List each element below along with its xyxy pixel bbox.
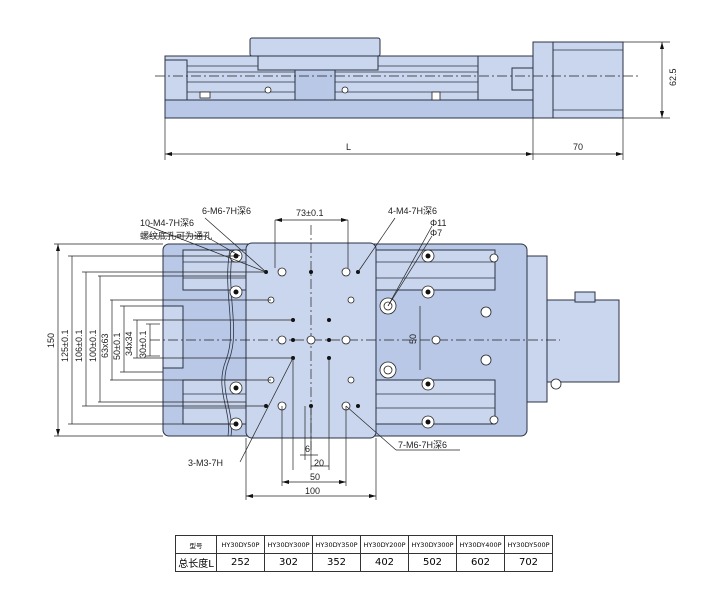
dim-34: 34x34 [124, 331, 134, 356]
callout-phi7: Φ7 [430, 228, 442, 238]
dim-63: 63x63 [100, 333, 110, 358]
length-cell: 402 [360, 553, 409, 572]
dim-70: 70 [573, 142, 583, 152]
length-cell: 302 [264, 553, 313, 572]
plan-view: 73±0.1 [46, 206, 620, 500]
dim-100-bottom: 100 [305, 486, 320, 496]
callout-phi11: Φ11 [430, 218, 447, 228]
bottom-dimensions [245, 358, 377, 500]
model-cell: HY30DY350P [312, 535, 361, 554]
threaded-holes [264, 267, 441, 411]
length-cell: 602 [456, 553, 505, 572]
dim-50: 50±0.1 [112, 333, 122, 360]
dim-73: 73±0.1 [296, 208, 323, 218]
table-row: 总长度L 252 302 352 402 502 602 702 [175, 553, 553, 572]
length-cell: 252 [216, 553, 265, 572]
callout-6-m6: 6-M6-7H深6 [202, 206, 251, 216]
dim-20: 20 [314, 458, 324, 468]
side-view: L 70 62.5 [155, 37, 678, 160]
length-cell: 352 [312, 553, 361, 572]
callout-4-m4: 4-M4-7H深6 [388, 206, 437, 216]
dim-150: 150 [46, 333, 56, 348]
table-row-label: 总长度L [175, 553, 217, 572]
dim-125: 125±0.1 [60, 330, 70, 362]
model-cell: HY30DY500P [504, 535, 553, 554]
dim-100: 100±0.1 [88, 330, 98, 362]
dim-50-mid: 50 [408, 334, 418, 344]
dim-106: 106±0.1 [74, 330, 84, 362]
callout-10-m4: 10-M4-7H深6 [140, 218, 194, 228]
technical-drawing: L 70 62.5 [46, 37, 678, 500]
callout-3-m3: 3-M3-7H [188, 458, 223, 468]
length-cell: 502 [408, 553, 457, 572]
dim-L: L [346, 142, 351, 152]
callout-thread: 螺纹底孔可为通孔 [140, 230, 212, 241]
length-cell: 702 [504, 553, 553, 572]
model-cell: HY30DY300P [408, 535, 457, 554]
model-cell: HY30DY300P [264, 535, 313, 554]
dim-62-5: 62.5 [668, 68, 678, 86]
table-row-label: 型号 [175, 535, 217, 554]
dim-50-bottom: 50 [310, 472, 320, 482]
dim-6: 6 [305, 444, 310, 454]
counterbore-holes [229, 249, 499, 431]
model-cell: HY30DY400P [456, 535, 505, 554]
model-cell: HY30DY50P [216, 535, 265, 554]
spec-table: 型号 HY30DY50P HY30DY300P HY30DY350P HY30D… [175, 535, 553, 572]
left-dimensions [54, 243, 293, 437]
model-cell: HY30DY200P [360, 535, 409, 554]
table-row: 型号 HY30DY50P HY30DY300P HY30DY350P HY30D… [175, 535, 553, 554]
dim-30: 30±0.1 [138, 331, 148, 358]
callout-7-m6: 7-M6-7H深6 [398, 440, 447, 450]
